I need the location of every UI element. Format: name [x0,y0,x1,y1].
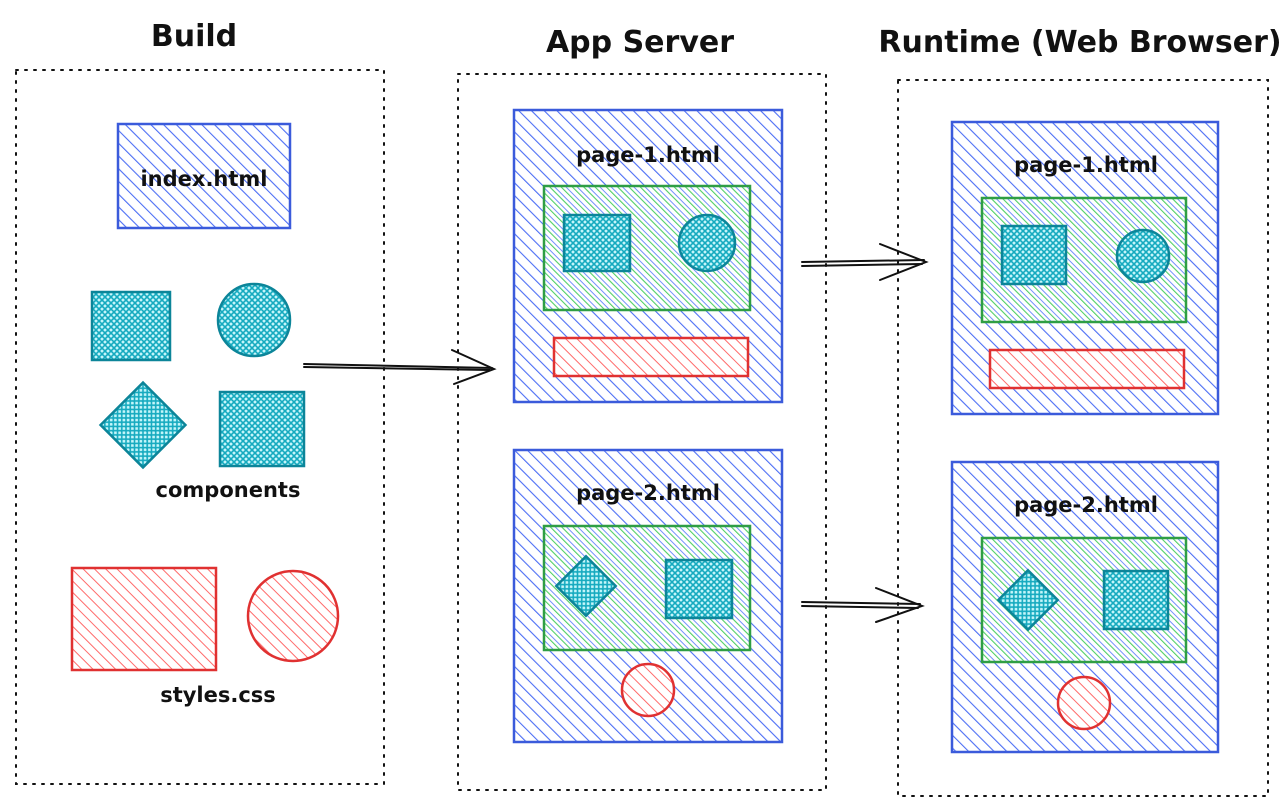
components-label: components [156,478,301,502]
arrow-server-to-runtime-page-1 [801,243,929,281]
runtime-title: Runtime (Web Browser) [878,25,1280,60]
app-server-section [457,73,827,791]
component-circle-shape [677,213,737,273]
component-circle-shape [1115,228,1171,284]
runtime-page-1-label: page-1.html [1014,153,1158,177]
styles-css-label: styles.css [160,683,276,707]
runtime-page-2-label: page-2.html [1014,493,1158,517]
server-page-1-label: page-1.html [576,143,720,167]
components-group: components [90,282,306,502]
component-square-shape [562,213,632,273]
arrow-build-to-server [303,349,497,385]
style-rectangle-shape [70,566,218,672]
build-title: Build [151,19,237,54]
style-circle-shape [246,569,340,663]
style-circle-shape [620,662,676,718]
component-diamond-shape [98,380,188,470]
component-square-shape [1000,224,1068,286]
index-html-label: index.html [140,167,267,191]
component-circle-shape [216,282,292,358]
component-square-shape-2 [218,390,306,468]
styles-group: styles.css [70,566,340,707]
arrow-server-to-runtime-page-2 [801,587,925,623]
server-page-1: page-1.html [512,108,784,404]
runtime-section [897,79,1269,797]
index-html-file: index.html [116,122,292,230]
component-square-shape [1102,569,1170,631]
style-bar-shape [988,348,1186,390]
runtime-page-2: page-2.html [950,460,1220,754]
server-page-2: page-2.html [512,448,784,744]
component-square-shape [90,290,172,362]
component-diamond-shape [554,554,618,618]
component-square-shape [664,558,734,620]
component-diamond-shape [996,568,1060,632]
app-server-title: App Server [546,25,734,60]
runtime-page-1: page-1.html [950,120,1220,416]
style-bar-shape [552,336,750,378]
style-circle-shape [1056,675,1112,731]
server-page-2-label: page-2.html [576,481,720,505]
